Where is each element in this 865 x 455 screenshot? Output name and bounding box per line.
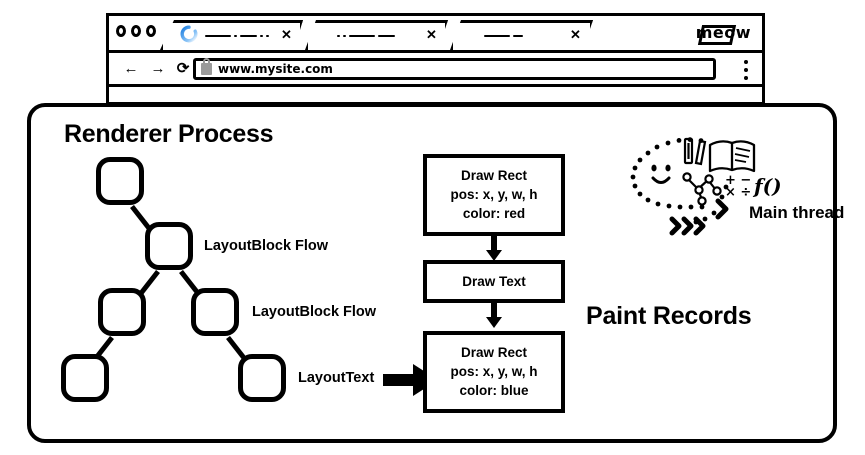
book-lines	[734, 147, 751, 163]
math-symbols-icon: + − × ÷	[725, 173, 751, 200]
main-thread-label: Main thread	[749, 203, 845, 222]
browser-brand-label: meow	[695, 23, 751, 42]
tree-label-2: LayoutText	[298, 370, 375, 386]
browser-toolbar: ← → ⟳ www.mysite.com	[109, 53, 762, 87]
paint-record-line: color: blue	[459, 383, 529, 398]
pencils-icon	[683, 137, 707, 166]
browser-tab-3[interactable]: ✕	[450, 20, 593, 50]
url-input[interactable]: www.mysite.com	[218, 62, 333, 76]
layout-tree: LayoutBlock Flow LayoutBlock Flow Layout…	[61, 157, 416, 422]
paint-record-line: Draw Text	[462, 273, 526, 289]
lock-icon	[201, 58, 212, 75]
tab-close-1[interactable]: ✕	[281, 27, 292, 42]
paint-record-line: color: red	[462, 206, 526, 221]
chevrons-right-icon	[669, 216, 706, 236]
svg-text:× ÷: × ÷	[725, 185, 751, 200]
paint-record-line: pos: x, y, w, h	[450, 364, 538, 379]
browser-window: ✕ ✕ ✕ meow ← →	[106, 13, 765, 105]
browser-tab-1[interactable]: ✕	[160, 20, 303, 50]
browser-tab-2[interactable]: ✕	[305, 20, 448, 50]
kebab-menu-icon[interactable]	[743, 60, 748, 80]
close-dot[interactable]	[116, 25, 126, 37]
function-icon: f()	[752, 174, 782, 198]
tree-node-block-1[interactable]	[145, 222, 193, 270]
renderer-process-panel: Renderer Process LayoutBlock Flow Layout…	[27, 103, 844, 443]
paint-record-box-3[interactable]: Draw Rect pos: x, y, w, h color: blue	[423, 331, 565, 413]
tree-node-leaf-1[interactable]	[61, 354, 109, 402]
loop-arrow-head	[715, 198, 729, 220]
minimize-dot[interactable]	[131, 25, 141, 37]
paint-records-heading: Paint Records	[586, 302, 752, 330]
back-icon[interactable]: ←	[123, 60, 139, 77]
paint-record-box-1[interactable]: Draw Rect pos: x, y, w, h color: red	[423, 154, 565, 236]
forward-icon[interactable]: →	[150, 60, 166, 77]
maximize-dot[interactable]	[146, 25, 156, 37]
smiley-face-icon	[651, 164, 671, 184]
paint-record-line: Draw Rect	[460, 345, 528, 360]
paint-record-line: Draw Rect	[460, 168, 528, 183]
tab-title-2	[337, 32, 395, 40]
loading-spinner-icon	[180, 25, 198, 43]
tree-label-1: LayoutBlock Flow	[252, 304, 377, 320]
tree-label-0: LayoutBlock Flow	[204, 238, 329, 254]
down-arrow-icon	[486, 301, 502, 329]
svg-text:f(): f()	[752, 174, 782, 198]
url-bar[interactable]: www.mysite.com	[193, 58, 716, 80]
main-thread-illustration: + − × ÷ f() Main thread	[626, 137, 844, 242]
reload-icon[interactable]: ⟳	[176, 60, 190, 77]
tree-node-block-3[interactable]	[191, 288, 239, 336]
browser-viewport	[109, 87, 762, 102]
window-controls	[116, 25, 156, 37]
tab-title-3	[484, 32, 523, 40]
tab-shape	[305, 20, 448, 50]
tab-close-2[interactable]: ✕	[426, 27, 437, 42]
tab-title-1	[205, 32, 269, 40]
tree-node-leaf-2[interactable]	[238, 354, 286, 402]
tab-strip: ✕ ✕ ✕ meow	[109, 16, 762, 53]
down-arrow-icon	[486, 234, 502, 262]
tree-graph-icon	[682, 172, 722, 206]
tree-node-block-2[interactable]	[98, 288, 146, 336]
tree-node-root[interactable]	[96, 157, 144, 205]
paint-record-line: pos: x, y, w, h	[450, 187, 538, 202]
tab-close-3[interactable]: ✕	[570, 27, 581, 42]
page-title: Renderer Process	[64, 120, 274, 148]
svg-text:+ −: + −	[725, 173, 751, 188]
paint-record-box-2[interactable]: Draw Text	[423, 260, 565, 303]
